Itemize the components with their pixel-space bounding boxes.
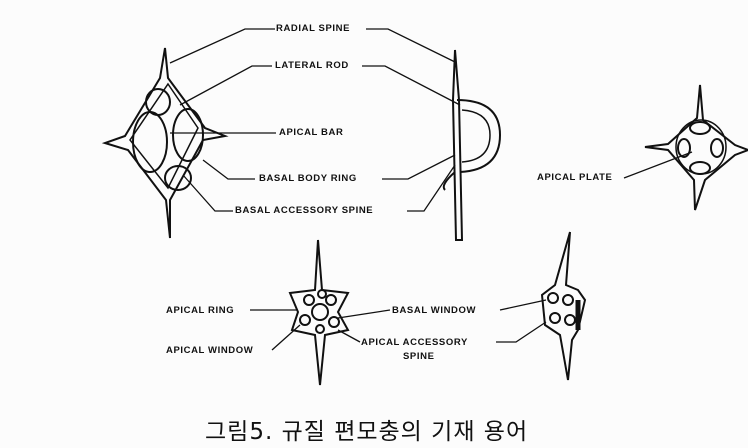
label-apical-ring: APICAL RING <box>166 305 235 316</box>
label-radial-spine: RADIAL SPINE <box>276 23 351 34</box>
label-apical-bar: APICAL BAR <box>279 127 344 138</box>
label-apical-accessory: APICAL ACCESSORY <box>361 337 468 348</box>
label-basal-window: BASAL WINDOW <box>392 305 477 316</box>
label-apical-accessory-spine: SPINE <box>403 351 435 362</box>
specimen-oblique-view <box>540 231 587 381</box>
figure-caption: 그림5. 규질 편모충의 기재 용어 <box>205 419 529 445</box>
specimen-apical-plate <box>644 84 748 211</box>
specimen-apical-view <box>288 239 350 386</box>
leader-lines <box>169 28 693 351</box>
label-basal-accessory-spine: BASAL ACCESSORY SPINE <box>235 205 374 216</box>
label-apical-plate: APICAL PLATE <box>537 172 613 183</box>
specimen-side-view <box>442 49 502 241</box>
label-apical-window: APICAL WINDOW <box>166 345 254 356</box>
label-lateral-rod: LATERAL ROD <box>275 60 349 71</box>
label-basal-body-ring: BASAL BODY RING <box>259 173 357 184</box>
specimen-lateral-view <box>101 47 229 239</box>
